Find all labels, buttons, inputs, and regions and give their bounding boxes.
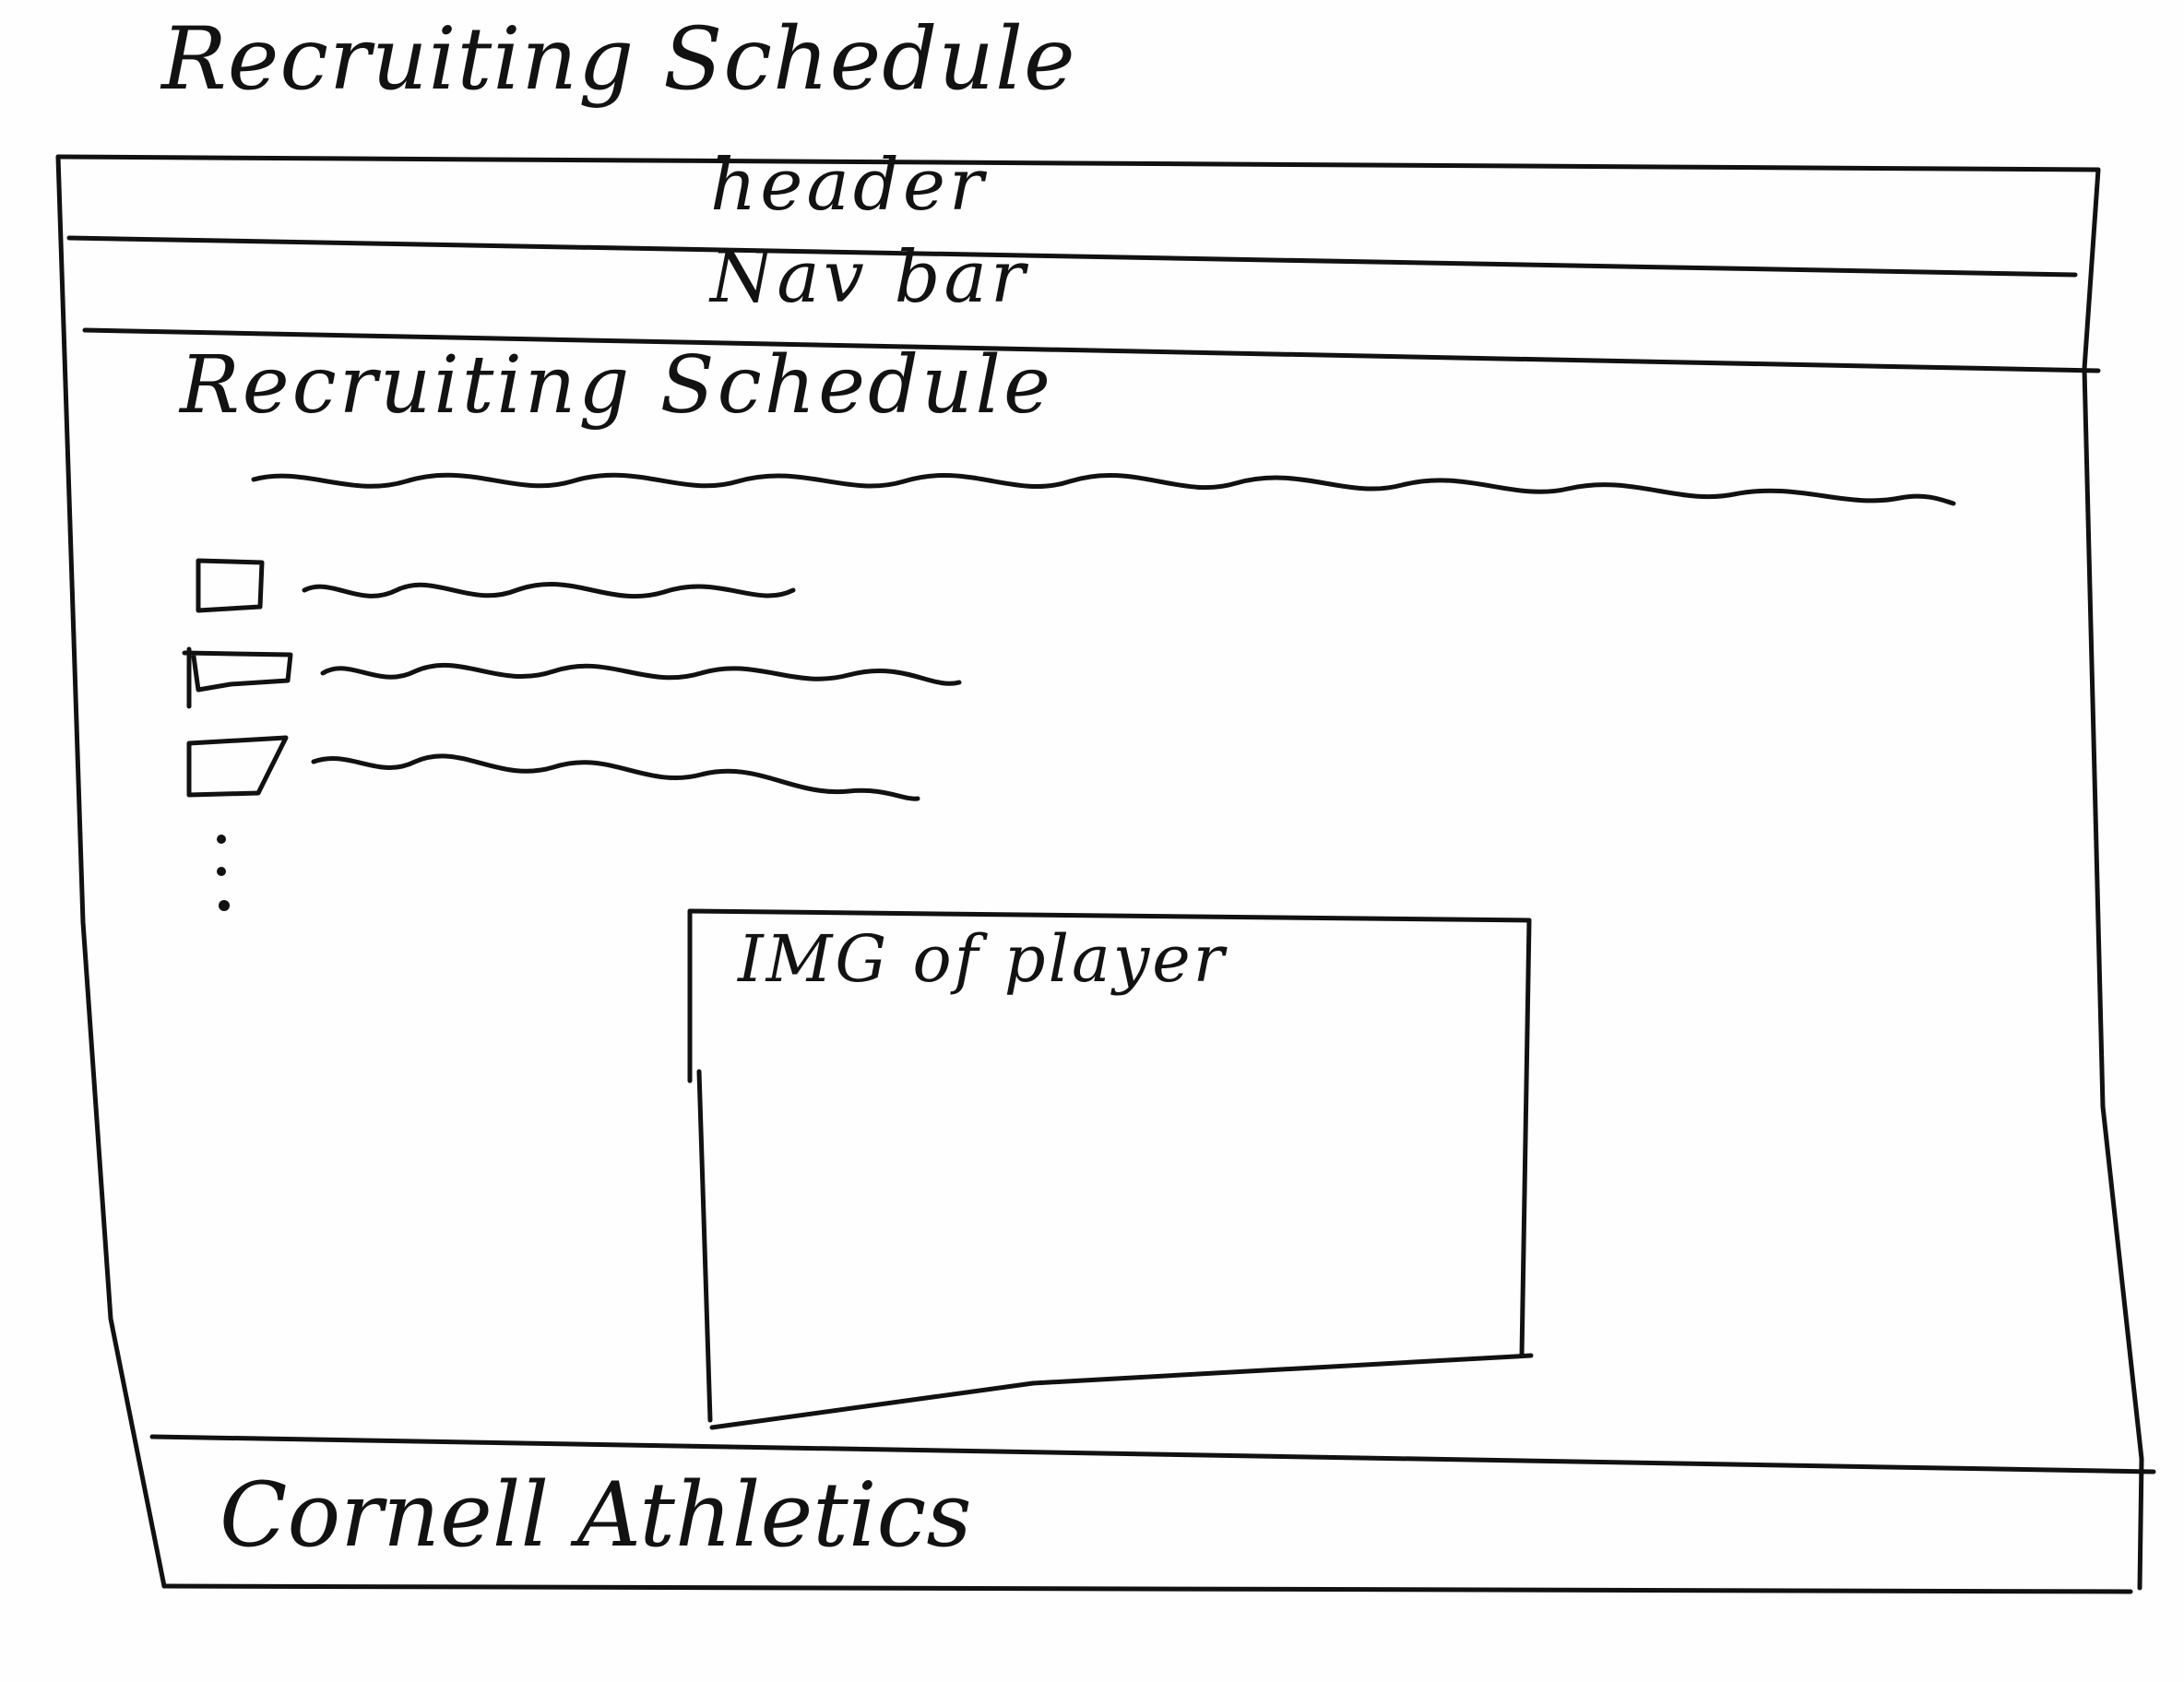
more-items-ellipsis: [217, 835, 230, 911]
schedule-item-3[interactable]: [186, 735, 920, 801]
player-image-label: IMG of player: [738, 921, 1228, 997]
item-text-scribble: [302, 581, 796, 599]
checkbox: [186, 735, 289, 798]
schedule-item-2[interactable]: [182, 646, 962, 709]
page-frame: [55, 154, 2144, 1594]
nav-bar-label[interactable]: Nav bar: [710, 236, 1029, 319]
checkbox: [196, 558, 265, 613]
header-divider: [66, 235, 2078, 278]
page-title: Recruiting Schedule: [161, 9, 1076, 110]
item-text-scribble: [311, 753, 920, 801]
nav-divider: [82, 327, 2101, 373]
description-scribble: [251, 472, 1956, 506]
player-image-placeholder: [687, 908, 1534, 1430]
section-title: Recruiting Schedule: [180, 339, 1053, 432]
footer-divider: [149, 1434, 2156, 1475]
footer-label: Cornell Athletics: [220, 1463, 972, 1567]
header-label: header: [710, 144, 988, 227]
checkbox: [182, 650, 293, 693]
schedule-item-1[interactable]: [196, 558, 796, 613]
item-text-scribble: [320, 662, 962, 686]
